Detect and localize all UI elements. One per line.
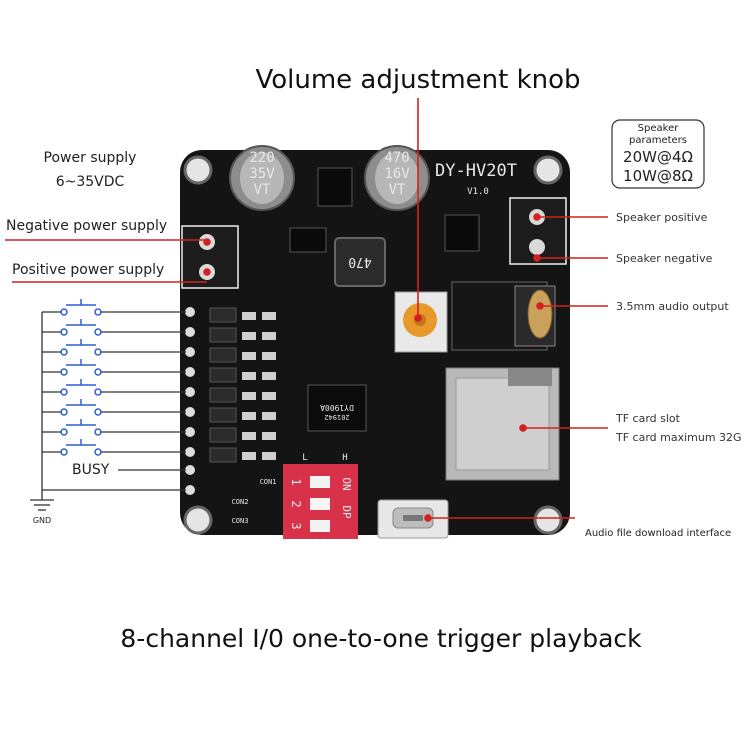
ic-small [317,167,353,207]
busy-label: BUSY [72,462,110,478]
main-chip: DY1900A 201942 [307,384,367,432]
power-supply-voltage: 6~35VDC [56,174,125,190]
dip-h-label: H [342,453,347,463]
con1-label: CON1 [260,478,277,486]
speaker-parameters-box: Speaker parameters 20W@4Ω 10W@8Ω [611,119,705,189]
speaker-negative-label: Speaker negative [616,252,713,265]
tf-max-label: TF card maximum 32G [615,431,742,444]
speaker-spec-4ohm: 20W@4Ω [623,148,693,166]
capacitor-220: 220 35V VT [229,145,295,211]
mounting-hole [533,505,563,535]
push-buttons [60,299,102,456]
dip-switch: 1 2 3 ON DP [283,464,358,539]
dip-l-label: L [302,453,307,463]
speaker-pin [529,239,545,255]
dip-3: 3 [289,522,303,529]
io-header [185,307,195,495]
usb-port [377,499,449,539]
board-version: V1.0 [467,187,489,197]
ic-small [444,214,480,252]
title: Volume adjustment knob [255,65,580,95]
leader-lines [5,98,608,522]
audio-output-label: 3.5mm audio output [616,300,729,313]
diode-column [209,307,276,463]
cap2-text3: VT [389,182,406,198]
power-supply-label: Power supply [44,150,137,166]
cap1-text3: VT [254,182,271,198]
speaker-positive-label: Speaker positive [616,211,708,224]
speaker-box-heading1: Speaker [638,123,680,134]
cap2-text1: 470 [384,150,409,166]
dip-2: 2 [289,500,303,507]
positive-power-label: Positive power supply [12,262,164,278]
ic-small [289,227,327,253]
cap1-text2: 35V [249,166,275,182]
gnd-label: GND [33,516,51,525]
mounting-hole [533,155,563,185]
download-interface-label: Audio file download interface [585,528,731,539]
ground-symbol [30,499,54,511]
negative-power-label: Negative power supply [6,218,167,234]
inductor: 470 [334,237,386,287]
speaker-box-heading2: parameters [629,135,687,146]
volume-knob [394,291,448,353]
mounting-hole [183,155,213,185]
button-wiring [41,311,186,500]
dip-dp: DP [340,505,353,519]
speaker-spec-8ohm: 10W@8Ω [623,167,693,185]
mounting-hole [183,505,213,535]
board-model: DY-HV20T [435,161,517,181]
cap2-text2: 16V [384,166,410,182]
chip-name: DY1900A [320,403,354,412]
con2-label: CON2 [232,498,249,506]
capacitor-470: 470 16V VT [364,145,430,211]
inductor-text: 470 [348,254,371,269]
dip-on: ON [340,477,353,490]
chip-code: 201942 [324,413,349,421]
bottom-caption: 8-channel I/0 one-to-one trigger playbac… [120,624,642,653]
tf-slot-label: TF card slot [615,412,681,425]
con3-label: CON3 [232,517,249,525]
pcb-board: 220 35V VT 470 16V VT DY-HV20T V1.0 470 … [180,145,570,539]
tf-card-slot [445,367,560,481]
cap1-text1: 220 [249,150,274,166]
audio-jack [451,281,556,351]
dip-1: 1 [289,478,303,485]
